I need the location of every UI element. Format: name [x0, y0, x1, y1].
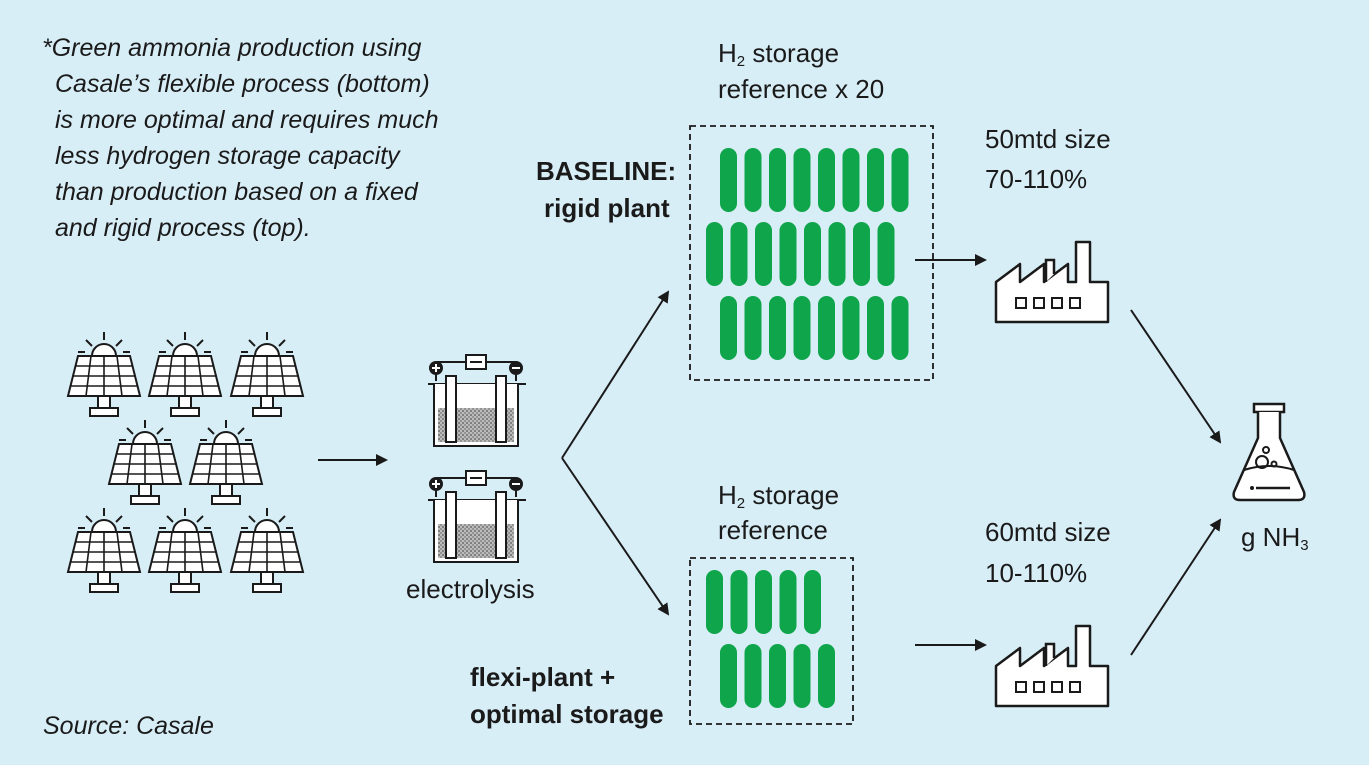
- hydrogen-tank-icon: [769, 644, 786, 708]
- flexi-tanks: [706, 570, 835, 708]
- hydrogen-tank-icon: [720, 148, 737, 212]
- factory-icon: [994, 240, 1110, 324]
- solar-panel-icon: [67, 507, 141, 593]
- caption-note: *Green ammonia production using Casale’s…: [42, 31, 522, 242]
- arrow-to-flexi: [561, 457, 670, 616]
- flexi-size: 60mtd size: [985, 517, 1111, 547]
- baseline-storage-reference: reference x 20: [718, 74, 885, 104]
- hydrogen-tank-icon: [793, 644, 811, 708]
- hydrogen-tank-icon: [804, 570, 821, 634]
- product-label: g NH3: [1241, 520, 1309, 554]
- flexi-title: flexi-plant +: [470, 662, 616, 692]
- hydrogen-tank-icon: [818, 148, 835, 212]
- solar-panel-icon: [108, 419, 182, 505]
- note-line: and rigid process (top).: [55, 214, 311, 242]
- baseline-range: 70-110%: [985, 164, 1088, 194]
- flexi-storage-box: [689, 557, 854, 725]
- hydrogen-tank-icon: [867, 296, 884, 360]
- solar-panel-icon: [189, 419, 263, 505]
- hydrogen-tank-icon: [818, 644, 835, 708]
- note-line: Casale’s flexible process (bottom): [55, 70, 430, 98]
- hydrogen-tank-icon: [755, 570, 772, 634]
- baseline-subtitle: rigid plant: [544, 193, 670, 223]
- hydrogen-tank-icon: [720, 296, 737, 360]
- hydrogen-tank-icon: [842, 296, 860, 360]
- solar-panel-icon: [148, 331, 222, 417]
- electrolysis-label: electrolysis: [406, 574, 535, 604]
- note-line: *Green ammonia production using: [42, 34, 422, 62]
- hydrogen-tank-icon: [720, 644, 737, 708]
- baseline-storage-label: H2 storage: [718, 36, 839, 70]
- hydrogen-tank-icon: [804, 222, 821, 286]
- baseline-title: BASELINE:: [536, 156, 677, 186]
- h-subscript: 2: [736, 53, 746, 70]
- hydrogen-tank-icon: [793, 148, 811, 212]
- flexi-range: 10-110%: [985, 558, 1088, 588]
- flexi-storage-label: H2 storage: [718, 478, 839, 512]
- hydrogen-tank-icon: [769, 148, 786, 212]
- hydrogen-tank-icon: [891, 296, 909, 360]
- arrow-baseline-to-product: [1130, 309, 1222, 444]
- note-line: less hydrogen storage capacity: [55, 142, 400, 170]
- h-symbol: H: [718, 480, 737, 510]
- hydrogen-tank-icon: [706, 222, 723, 286]
- hydrogen-tank-icon: [891, 148, 909, 212]
- storage-word: storage: [745, 38, 840, 68]
- solar-panel-icon: [148, 507, 222, 593]
- h-subscript: 2: [736, 495, 746, 512]
- hydrogen-tank-icon: [877, 222, 895, 286]
- electrolyzer-icon: [427, 470, 527, 563]
- source-credit: Source: Casale: [43, 712, 214, 740]
- flexi-subtitle: optimal storage: [470, 699, 664, 729]
- electrolyzer-icon: [427, 354, 527, 447]
- note-line: than production based on a fixed: [55, 178, 418, 206]
- hydrogen-tank-icon: [755, 222, 772, 286]
- solar-panel-icon: [230, 331, 304, 417]
- hydrogen-tank-icon: [779, 222, 797, 286]
- h-symbol: H: [718, 38, 737, 68]
- hydrogen-tank-icon: [730, 222, 748, 286]
- arrow-to-baseline: [561, 290, 670, 459]
- product-subscript: 3: [1300, 537, 1309, 554]
- note-line: is more optimal and requires much: [55, 106, 439, 134]
- factory-icon: [994, 624, 1110, 708]
- arrow-flexi-to-product: [1130, 518, 1222, 656]
- hydrogen-tank-icon: [828, 222, 846, 286]
- baseline-tanks: [706, 148, 909, 360]
- flask-icon: [1232, 402, 1306, 502]
- solar-array: [67, 331, 304, 593]
- hydrogen-tank-icon: [779, 570, 797, 634]
- hydrogen-tank-icon: [793, 296, 811, 360]
- hydrogen-tank-icon: [818, 296, 835, 360]
- hydrogen-tank-icon: [842, 148, 860, 212]
- solar-panel-icon: [230, 507, 304, 593]
- product-formula: g NH: [1241, 522, 1301, 552]
- baseline-storage-box: [689, 125, 934, 381]
- solar-panel-icon: [67, 331, 141, 417]
- flexi-storage-reference: reference: [718, 515, 828, 545]
- hydrogen-tank-icon: [730, 570, 748, 634]
- baseline-size: 50mtd size: [985, 124, 1111, 154]
- hydrogen-tank-icon: [744, 644, 762, 708]
- hydrogen-tank-icon: [744, 296, 762, 360]
- hydrogen-tank-icon: [867, 148, 884, 212]
- hydrogen-tank-icon: [706, 570, 723, 634]
- storage-word: storage: [745, 480, 840, 510]
- hydrogen-tank-icon: [853, 222, 870, 286]
- hydrogen-tank-icon: [769, 296, 786, 360]
- hydrogen-tank-icon: [744, 148, 762, 212]
